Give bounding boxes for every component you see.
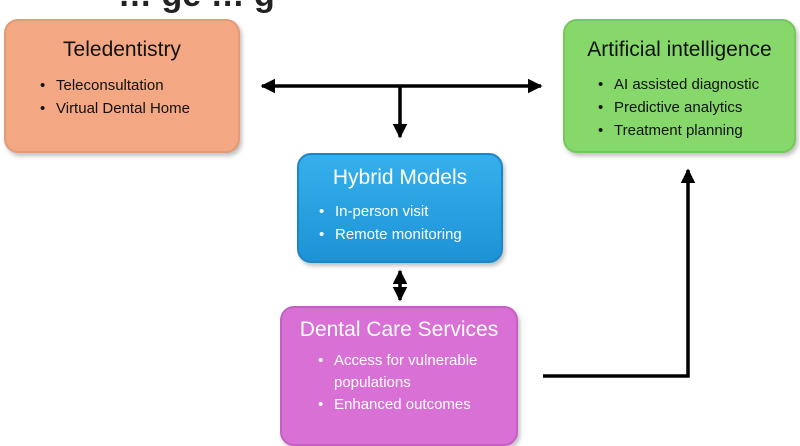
list-item: AI assisted diagnostic xyxy=(592,73,794,96)
teledentistry-box: Teledentistry Teleconsultation Virtual D… xyxy=(4,19,240,153)
teledentistry-title: Teledentistry xyxy=(63,38,181,61)
hybrid-models-box: Hybrid Models In-person visit Remote mon… xyxy=(297,153,503,263)
list-item: Treatment planning xyxy=(592,119,794,142)
ai-title: Artificial intelligence xyxy=(587,38,772,61)
list-item: Predictive analytics xyxy=(592,96,794,119)
list-item: Virtual Dental Home xyxy=(34,97,238,120)
dental-care-services-title: Dental Care Services xyxy=(299,318,499,341)
list-item: Teleconsultation xyxy=(34,74,238,97)
list-item: Enhanced outcomes xyxy=(312,394,516,416)
hybrid-models-list: In-person visit Remote monitoring xyxy=(313,200,501,246)
arrow-dental-ai xyxy=(543,168,696,378)
dental-care-services-box: Dental Care Services Access for vulnerab… xyxy=(280,306,518,446)
teledentistry-list: Teleconsultation Virtual Dental Home xyxy=(34,74,238,120)
ai-list: AI assisted diagnostic Predictive analyt… xyxy=(592,73,794,142)
diagram-title-cropped: … ge … g xyxy=(118,0,275,15)
connector-arrows xyxy=(260,78,696,378)
list-item: In-person visit xyxy=(313,200,501,223)
dental-care-services-list: Access for vulnerable populations Enhanc… xyxy=(312,350,516,416)
ai-box: Artificial intelligence AI assisted diag… xyxy=(563,19,796,153)
list-item: Remote monitoring xyxy=(313,223,501,246)
list-item: Access for vulnerable populations xyxy=(312,350,516,394)
hybrid-models-title: Hybrid Models xyxy=(332,166,468,189)
